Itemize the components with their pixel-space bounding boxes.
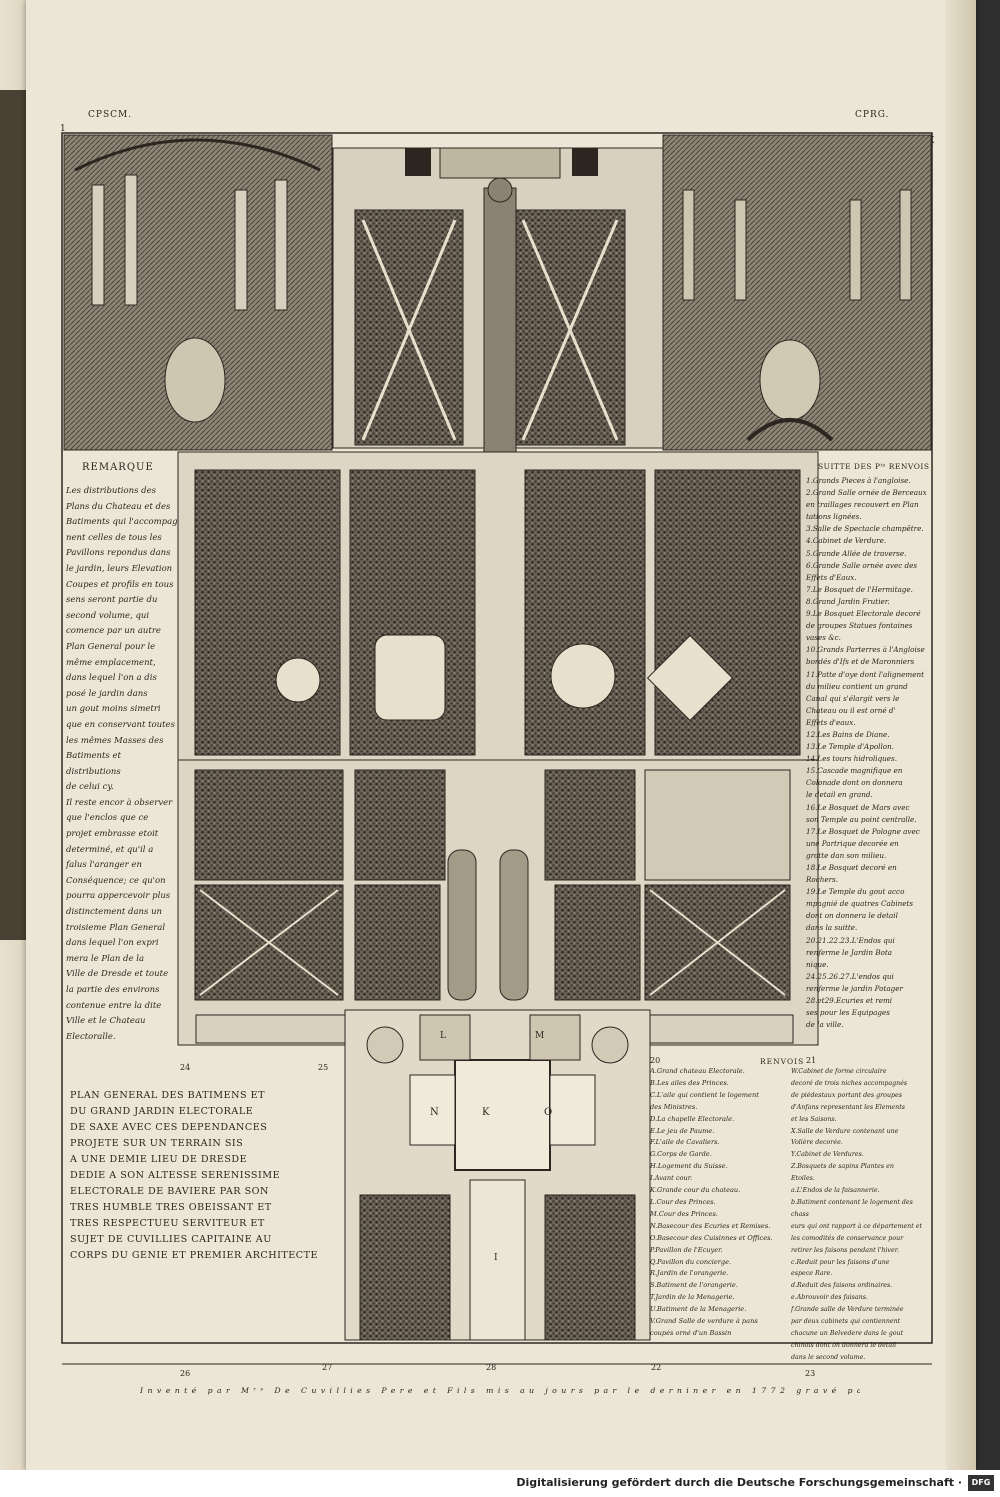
orangerie-garden	[359, 1194, 451, 1341]
plan-number-24: 24	[180, 1063, 190, 1072]
right-vignette-columns	[682, 189, 912, 301]
renvoi-top-list: 1.Grands Pieces à l'angloise. 2.Grand Sa…	[806, 476, 927, 1030]
page-right-edge	[946, 0, 976, 1470]
north-pavilion-left	[405, 148, 431, 176]
plan-number-22: 22	[651, 1363, 661, 1372]
plan-number-21: 21	[806, 1056, 816, 1065]
right-vignette-grotto-arch	[746, 418, 834, 442]
court-princes-l	[419, 1014, 471, 1061]
book-spine	[0, 90, 28, 940]
renvoi-bottom-title: RENVOIS	[760, 1057, 805, 1066]
left-vignette-cartouche	[164, 337, 226, 423]
bassin-left	[354, 884, 441, 1001]
parterre-east-1	[524, 469, 646, 756]
north-cascade-building	[439, 147, 561, 179]
chateau-main-body	[454, 1059, 551, 1171]
bosquet-theatre	[354, 769, 446, 881]
avant-cour	[469, 1179, 526, 1341]
renvoi-top-title: SUITTE DES Pᵗˢ RENVOIS	[818, 462, 930, 471]
parterre-rosette-3	[550, 643, 616, 709]
parterre-west-1	[194, 469, 341, 756]
right-vignette-cartouche	[759, 339, 821, 421]
plan-number-25: 25	[318, 1063, 328, 1072]
plate-frame	[61, 132, 933, 1344]
plan-letter-L: L	[440, 1031, 446, 1041]
stable-enclosure	[647, 1014, 794, 1044]
chateau-wing-west	[409, 1074, 456, 1146]
bosquet-rochers	[644, 769, 791, 881]
plan-letter-N: N	[430, 1107, 439, 1118]
engraver-credit: Inventé par Mʳˢ De Cuvillies Pere et Fil…	[140, 1386, 860, 1395]
parterre-east-2	[654, 469, 801, 756]
plan-number-26: 26	[180, 1369, 190, 1378]
plan-letter-I: I	[494, 1253, 498, 1263]
remarque-body: Les distributions des Plans du Chateau e…	[66, 486, 178, 1042]
parterre-rosette-1	[275, 657, 321, 703]
plan-letter-M: M	[535, 1031, 544, 1041]
court-princes-m	[529, 1014, 581, 1061]
chateau-rondel-east	[591, 1026, 629, 1064]
corner-left-number: 1	[60, 124, 67, 134]
plan-number-20: 20	[650, 1056, 660, 1065]
canal-head-basin	[487, 177, 513, 203]
header-left-mark: CPSCM.	[88, 110, 133, 120]
bosquet-mars	[194, 769, 344, 881]
dedication-title: PLAN GENERAL DES BATIMENS ET DU GRAND JA…	[70, 1090, 319, 1261]
plan-letter-O: O	[544, 1107, 552, 1118]
parterre-figure-4	[646, 634, 734, 722]
plan-number-28: 28	[486, 1363, 496, 1372]
header-right-mark: CPRG.	[855, 110, 890, 120]
chateau-rondel-west	[366, 1026, 404, 1064]
renvoi-bottom-col2: W.Cabinet de forme circulaire decoré de …	[791, 1068, 923, 1361]
bassin-right	[554, 884, 641, 1001]
parterre-figure-2	[374, 634, 446, 721]
left-vignette-columns	[91, 174, 288, 311]
north-pavilion-right	[572, 148, 598, 176]
remarque-title: REMARQUE	[82, 462, 154, 473]
plan-number-27: 27	[322, 1363, 332, 1372]
menagerie-garden	[544, 1194, 636, 1341]
renvoi-bottom-col1: A.Grand chateau Electorale. B.Les ailes …	[650, 1067, 773, 1337]
parterre-strip-2	[499, 849, 529, 1001]
bosquet-grotto	[544, 769, 636, 881]
funding-notice: Digitalisierung gefördert durch die Deut…	[516, 1476, 962, 1489]
chateau-wing-east	[549, 1074, 596, 1146]
plan-letter-K: K	[482, 1107, 490, 1118]
dfg-logo-icon: DFG	[968, 1475, 994, 1491]
left-vignette-arch	[74, 138, 321, 172]
parterre-strip-1	[447, 849, 477, 1001]
phesant-enclosure	[195, 1014, 347, 1044]
footer-bar: Digitalisierung gefördert durch die Deut…	[0, 1470, 1000, 1497]
plan-number-23: 23	[805, 1369, 815, 1378]
